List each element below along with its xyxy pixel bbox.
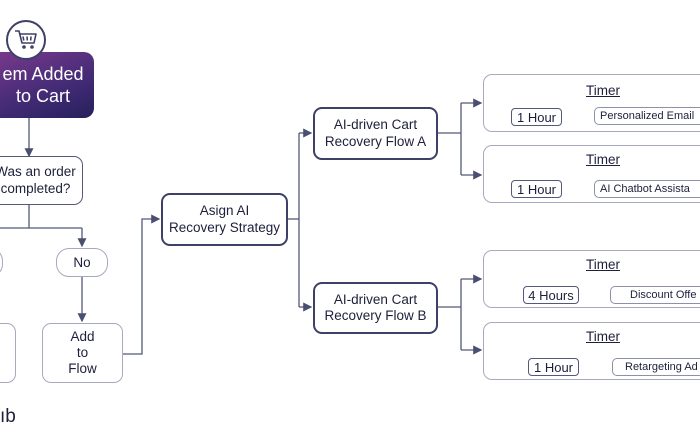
timer-action: Discount Offe	[610, 286, 700, 304]
assign-line1: Asign AI	[199, 203, 250, 219]
timer-title: Timer	[586, 329, 620, 344]
recovery-flow-b-node: AI-driven Cart Recovery Flow B	[313, 282, 438, 334]
add-to-flow-line2: to	[76, 344, 89, 360]
add-to-flow-line1: Add	[70, 328, 95, 344]
decision-line1: Was an order	[0, 164, 76, 180]
no-label: No	[73, 255, 91, 270]
start-node-line1: em Added	[2, 63, 84, 84]
timer-title: Timer	[586, 83, 620, 98]
timer-group-3: Timer 4 Hours Discount Offe	[483, 250, 700, 308]
timer-action: Personalized Email	[594, 107, 700, 125]
flow-b-line1: AI-driven Cart	[333, 291, 418, 307]
order-complete-node	[0, 323, 16, 383]
add-to-flow-node: Add to Flow	[42, 323, 123, 383]
item-added-to-cart-node: em Added to Cart	[0, 52, 94, 118]
timer-action: Retargeting Ad	[612, 358, 700, 376]
timer-group-2: Timer 1 Hour AI Chatbot Assista	[483, 145, 700, 203]
timer-group-1: Timer 1 Hour Personalized Email	[483, 74, 700, 132]
add-to-flow-line3: Flow	[68, 361, 97, 377]
timer-group-4: Timer 1 Hour Retargeting Ad	[483, 322, 700, 380]
no-branch-pill: No	[56, 248, 108, 277]
recovery-flow-a-node: AI-driven Cart Recovery Flow A	[313, 107, 438, 160]
timer-duration: 1 Hour	[511, 180, 562, 198]
order-completed-decision: Was an order completed?	[0, 156, 83, 205]
timer-duration: 1 Hour	[511, 108, 562, 126]
timer-title: Timer	[586, 152, 620, 167]
flow-a-line2: Recovery Flow A	[324, 133, 427, 149]
timer-duration: 1 Hour	[528, 358, 579, 376]
assign-line2: Recovery Strategy	[168, 219, 281, 235]
flow-b-line2: Recovery Flow B	[324, 308, 427, 323]
start-node-line2: to Cart	[15, 86, 71, 106]
assign-ai-recovery-strategy-node: Asign AI Recovery Strategy	[161, 193, 288, 246]
decision-line2: completed?	[0, 180, 71, 196]
footer-text-fragment: ıb	[0, 406, 16, 427]
timer-duration: 4 Hours	[523, 286, 579, 304]
shopping-cart-icon	[6, 20, 46, 60]
flow-a-line1: AI-driven Cart	[333, 117, 418, 133]
timer-action: AI Chatbot Assista	[594, 180, 700, 198]
timer-title: Timer	[586, 257, 620, 272]
